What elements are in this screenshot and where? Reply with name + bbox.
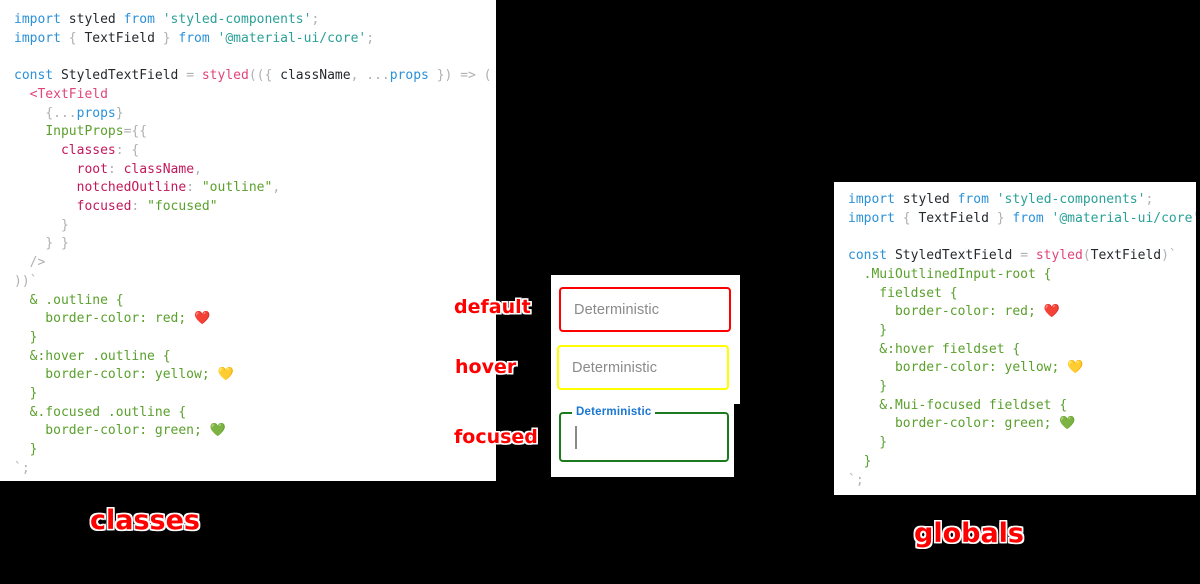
textfield-default-placeholder: Deterministic bbox=[574, 301, 660, 318]
code-panel-classes: import styled from 'styled-components'; … bbox=[0, 0, 496, 481]
annotation-hover: hover bbox=[455, 356, 517, 378]
textfield-focused[interactable]: Deterministic bbox=[559, 406, 729, 462]
annotation-globals-caption: globals bbox=[914, 518, 1025, 549]
textfield-focused-label: Deterministic bbox=[572, 406, 656, 418]
textfield-hover[interactable]: Deterministic bbox=[557, 345, 729, 390]
code-block-classes: import styled from 'styled-components'; … bbox=[14, 12, 492, 476]
annotation-focused: focused bbox=[454, 426, 538, 448]
textfield-default[interactable]: Deterministic bbox=[559, 287, 731, 332]
text-caret bbox=[575, 426, 577, 449]
annotation-classes-caption: classes bbox=[90, 505, 201, 536]
code-block-globals: import styled from 'styled-components'; … bbox=[848, 192, 1196, 488]
textfield-hover-placeholder: Deterministic bbox=[572, 359, 658, 376]
annotation-default: default bbox=[454, 296, 531, 318]
code-panel-globals: import styled from 'styled-components'; … bbox=[834, 182, 1196, 495]
